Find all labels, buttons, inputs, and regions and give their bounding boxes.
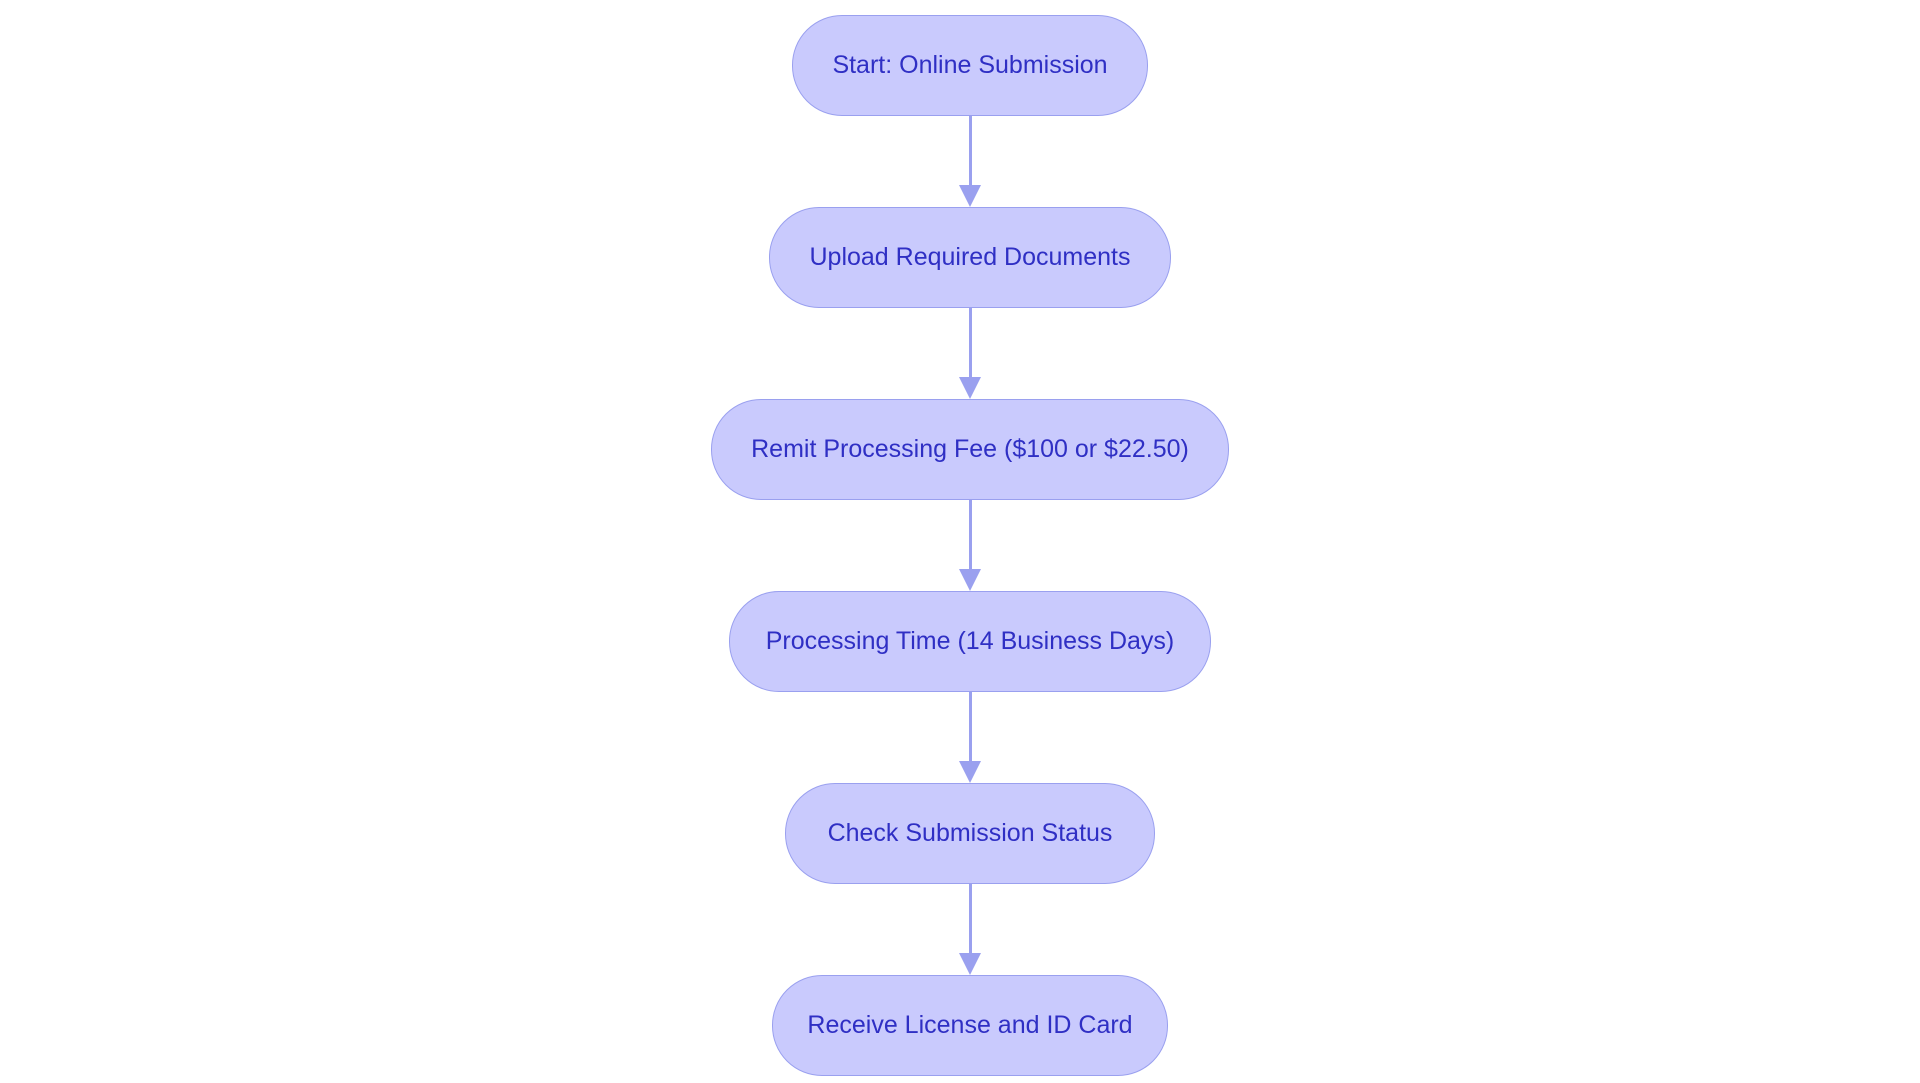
flow-node-label: Remit Processing Fee ($100 or $22.50) — [751, 435, 1189, 463]
flow-arrow-start-to-upload — [957, 116, 983, 207]
flow-node-label: Receive License and ID Card — [807, 1011, 1133, 1039]
flow-node-processing: Processing Time (14 Business Days) — [729, 591, 1211, 692]
arrow-line — [968, 884, 972, 956]
arrow-line — [968, 500, 972, 572]
arrowhead-icon — [959, 377, 981, 399]
arrowhead-icon — [959, 953, 981, 975]
flow-node-label: Check Submission Status — [827, 819, 1113, 847]
flow-node-fee: Remit Processing Fee ($100 or $22.50) — [711, 399, 1229, 500]
arrow-line — [968, 308, 972, 380]
arrowhead-icon — [959, 569, 981, 591]
flow-arrow-upload-to-fee — [957, 308, 983, 399]
arrow-line — [968, 116, 972, 188]
flow-node-start: Start: Online Submission — [792, 15, 1148, 116]
flow-arrow-processing-to-status — [957, 692, 983, 783]
flow-node-upload: Upload Required Documents — [769, 207, 1171, 308]
flow-node-label: Processing Time (14 Business Days) — [765, 627, 1175, 655]
flow-arrow-fee-to-processing — [957, 500, 983, 591]
arrowhead-icon — [959, 761, 981, 783]
flow-node-receive: Receive License and ID Card — [772, 975, 1168, 1076]
flow-node-label: Start: Online Submission — [832, 51, 1108, 79]
arrow-line — [968, 692, 972, 764]
flow-node-status: Check Submission Status — [785, 783, 1155, 884]
flow-node-label: Upload Required Documents — [809, 243, 1131, 271]
arrowhead-icon — [959, 185, 981, 207]
flow-arrow-status-to-receive — [957, 884, 983, 975]
